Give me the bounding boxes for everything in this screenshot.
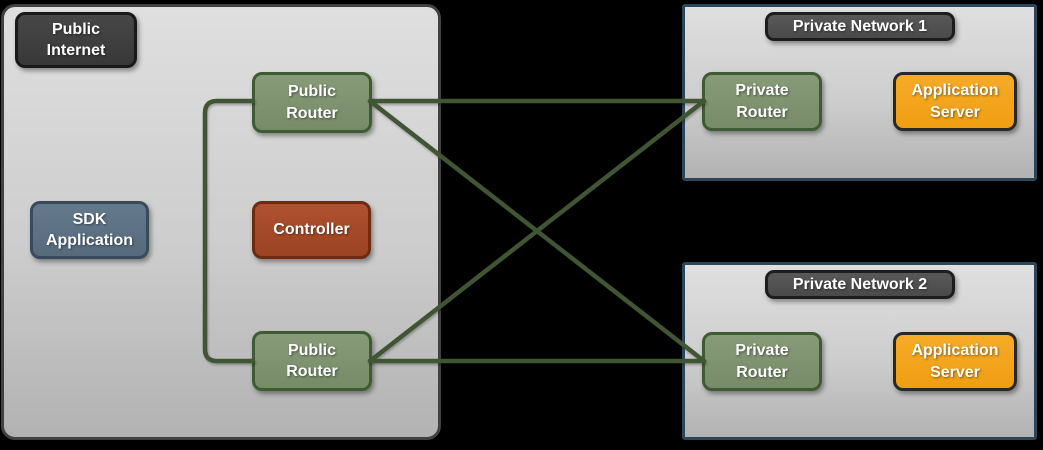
sdk-application-label: SDK Application	[45, 210, 134, 249]
private-network-2-title-text: Private Network 2	[792, 275, 928, 293]
public-internet-label-text: Public Internet	[46, 20, 106, 59]
public-internet-label: Public Internet	[15, 12, 137, 68]
private-network-1-app-server-node: Application Server	[893, 72, 1017, 131]
public-router-top-node: Public Router	[252, 72, 372, 133]
private-network-1-container: Private Network 1 Private Router Applica…	[682, 4, 1037, 181]
private-network-2-app-server-label: Application Server	[911, 342, 999, 381]
private-network-2-router-label: Private Router	[735, 342, 789, 381]
private-network-2-title: Private Network 2	[765, 270, 955, 299]
private-network-1-app-server-label: Application Server	[911, 82, 999, 121]
public-router-top-label: Public Router	[286, 83, 338, 122]
private-network-1-router-node: Private Router	[702, 72, 822, 131]
sdk-application-node: SDK Application	[30, 201, 149, 259]
public-router-bottom-node: Public Router	[252, 331, 372, 391]
controller-label: Controller	[273, 221, 350, 239]
private-network-1-title: Private Network 1	[765, 12, 955, 41]
public-router-bottom-label: Public Router	[286, 341, 338, 380]
controller-node: Controller	[252, 201, 371, 259]
public-internet-container: Public Internet Public Router SDK Applic…	[1, 4, 441, 440]
private-network-2-container: Private Network 2 Private Router Applica…	[682, 262, 1037, 440]
private-network-2-app-server-node: Application Server	[893, 332, 1017, 391]
private-network-1-router-label: Private Router	[735, 82, 789, 121]
private-network-1-title-text: Private Network 1	[792, 17, 928, 35]
private-network-2-router-node: Private Router	[702, 332, 822, 391]
